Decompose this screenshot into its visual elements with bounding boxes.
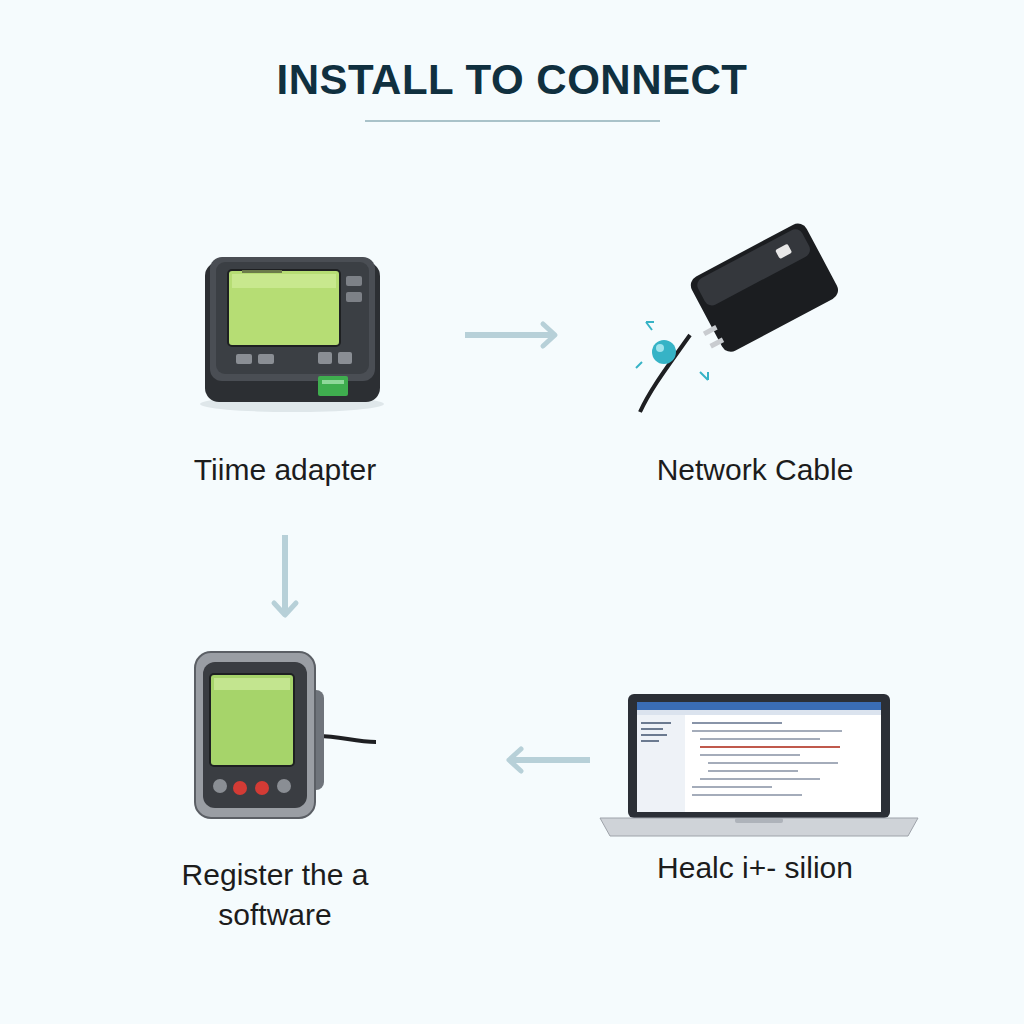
flow-arrow <box>509 757 590 763</box>
power-adapter <box>636 220 842 412</box>
title-underline <box>365 120 660 122</box>
step-caption: Network Cable <box>657 450 854 490</box>
meter-device <box>200 257 384 412</box>
diagram-title: INSTALL TO CONNECT <box>0 52 1024 108</box>
step-caption: Healc i+- silion <box>657 848 853 888</box>
illustrated-step: Register the a software <box>151 640 399 935</box>
flow-arrow <box>282 535 288 615</box>
illustrated-step: Tiime adapter <box>165 225 405 490</box>
illustrated-step: Healc i+- silion <box>595 680 915 888</box>
illustrated-step: Network Cable <box>600 225 910 490</box>
flow-arrow <box>465 332 555 338</box>
laptop <box>600 694 918 836</box>
step-caption: Tiime adapter <box>194 450 376 490</box>
handheld-scanner <box>195 652 376 818</box>
step-caption: Register the a software <box>159 855 391 935</box>
